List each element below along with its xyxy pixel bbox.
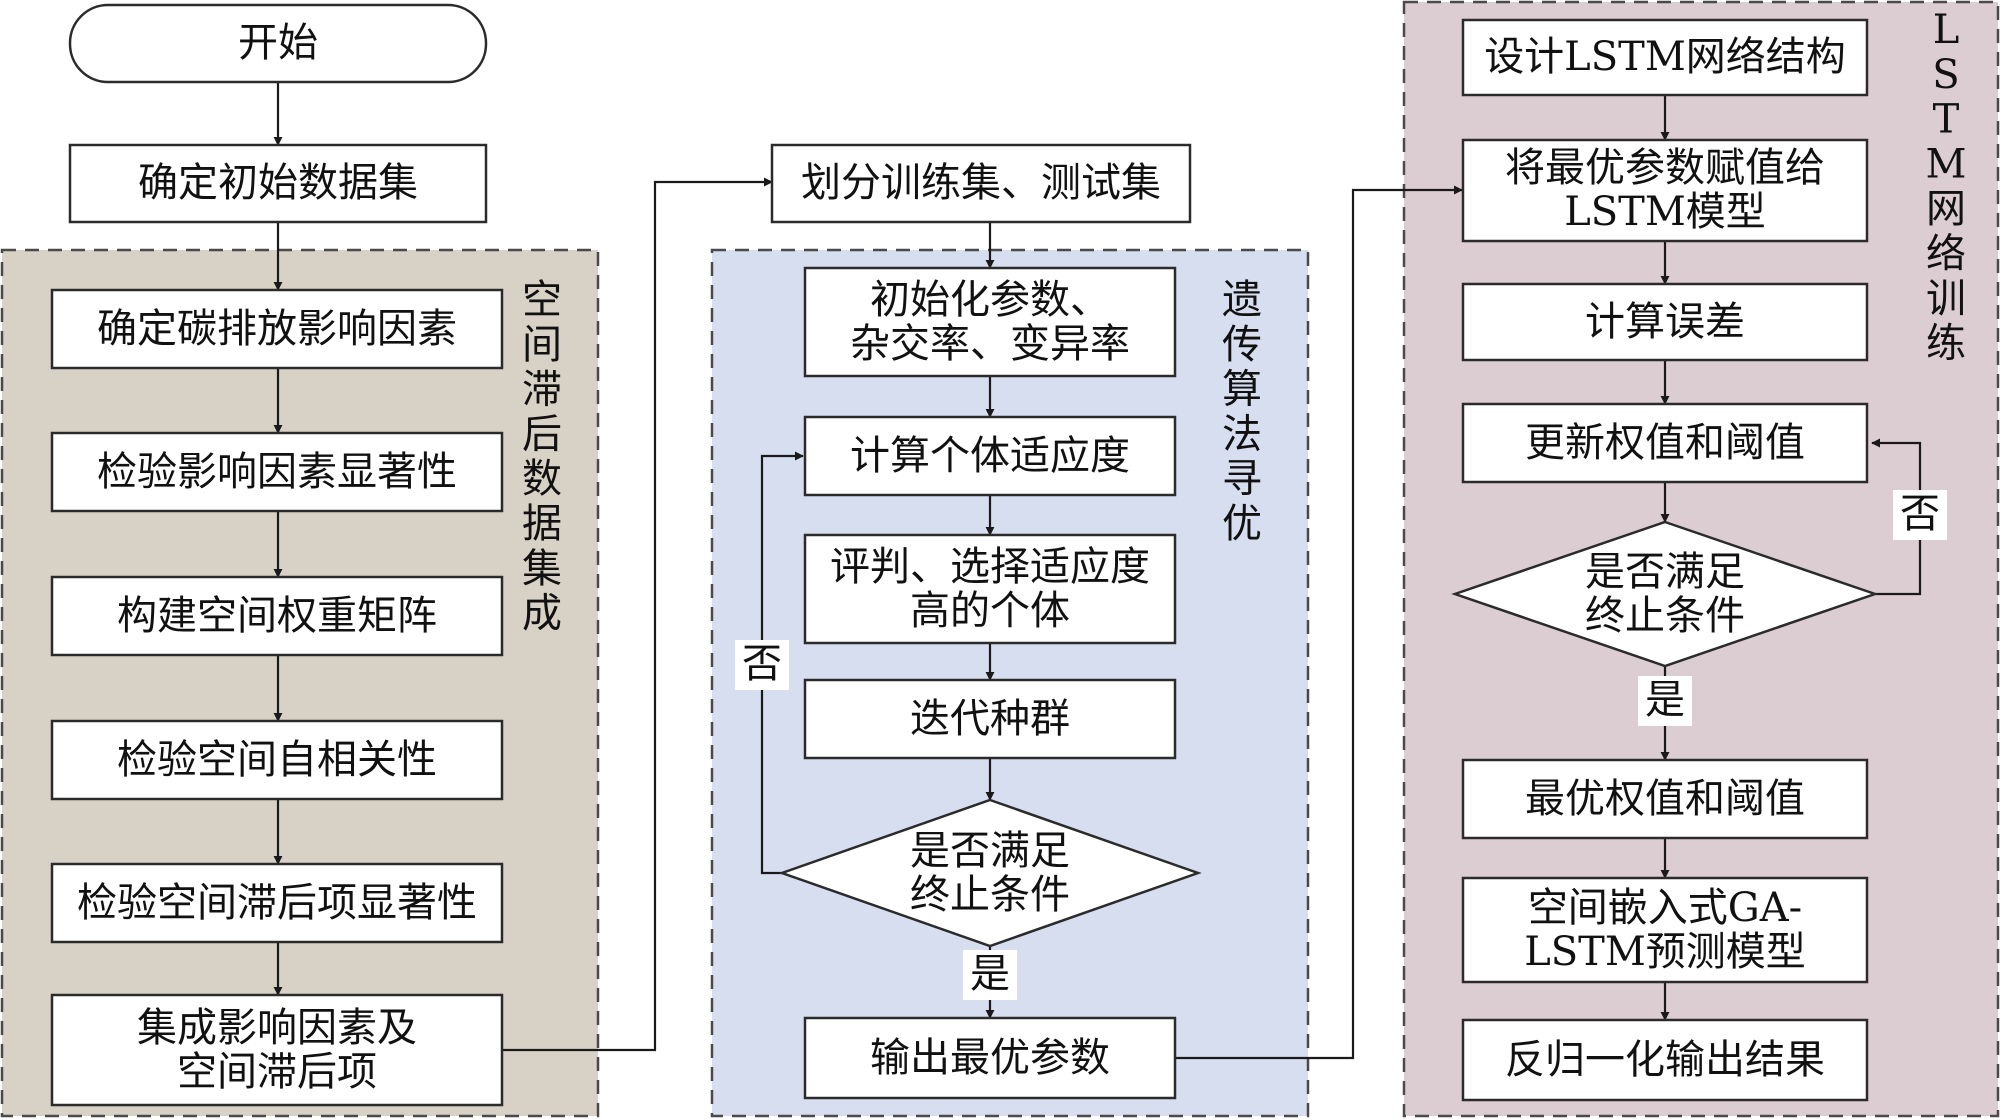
lstm-model-box [1461, 876, 1869, 984]
ga-output-label: 输出最优参数 [870, 1035, 1110, 1081]
arrow-output-to-assign [1175, 185, 1463, 1060]
init-dataset-box [68, 143, 488, 224]
ga-select-label: 评判、选择适应度高的个体 [830, 544, 1150, 634]
ga-check-label: 是否满足终止条件 [910, 828, 1070, 918]
spatial-lag-group [0, 248, 600, 1118]
start-label: 开始 [238, 20, 318, 66]
ga-group-title: 遗传算法寻优 [1222, 277, 1262, 547]
spatial-step-label: 构建空间权重矩阵 [117, 593, 437, 639]
lstm-design-label: 设计LSTM网络结构 [1484, 34, 1846, 80]
lstm-result-label: 反归一化输出结果 [1505, 1037, 1825, 1083]
lstm-update-label: 更新权值和阈值 [1525, 420, 1805, 466]
lstm-update-box [1461, 402, 1869, 484]
spatial-step-label: 确定碳排放影响因素 [97, 306, 457, 352]
lstm-error-label: 计算误差 [1585, 299, 1745, 345]
spatial-step-label: 检验空间自相关性 [117, 737, 437, 783]
ga-fitness-label: 计算个体适应度 [850, 433, 1130, 479]
lstm-yes-label: 是 [1645, 677, 1685, 723]
ga-select-box [803, 533, 1177, 645]
lstm-yes-label-bg [1638, 676, 1692, 726]
spatial-step-label: 检验空间滞后项显著性 [77, 880, 477, 926]
spatial-step-box [50, 862, 504, 944]
spatial-step-box [50, 575, 504, 657]
ga-no-label-bg [735, 640, 789, 690]
lstm-best-label: 最优权值和阈值 [1525, 776, 1805, 822]
spatial-step-box [50, 431, 504, 513]
spatial-step-box [50, 719, 504, 801]
init-dataset-label: 确定初始数据集 [138, 160, 418, 206]
spatial-steps: 确定碳排放影响因素 检验影响因素显著性 构建空间权重矩阵 检验空间自相关性 检验… [50, 288, 504, 1107]
lstm-assign-box [1461, 138, 1869, 243]
ga-yes-label: 是 [970, 951, 1010, 997]
start-terminal [68, 3, 488, 84]
lstm-check-label: 是否满足终止条件 [1585, 549, 1745, 639]
ga-init-box [803, 266, 1177, 378]
ga-init-label: 初始化参数、杂交率、变异率 [850, 277, 1130, 367]
lstm-model-label: 空间嵌入式GA-LSTM预测模型 [1524, 885, 1806, 975]
spatial-step-label: 检验影响因素显著性 [97, 449, 457, 495]
lstm-result-box [1461, 1018, 1869, 1102]
lstm-check-diamond [1451, 520, 1879, 668]
lstm-best-box [1461, 758, 1869, 840]
split-dataset-box [770, 143, 1192, 224]
split-dataset-label: 划分训练集、测试集 [801, 160, 1161, 206]
ga-iterate-box [803, 678, 1177, 760]
ga-no-label: 否 [742, 641, 782, 687]
ga-iterate-label: 迭代种群 [910, 696, 1070, 742]
spatial-step-label: 集成影响因素及空间滞后项 [137, 1005, 417, 1095]
lstm-no-label-bg [1893, 490, 1947, 540]
ga-output-box [803, 1016, 1177, 1100]
lstm-error-box [1461, 282, 1869, 362]
lstm-no-label: 否 [1900, 491, 1940, 537]
ga-yes-label-bg [963, 950, 1017, 1000]
arrow-integrate-to-split [502, 177, 773, 1052]
spatial-step-box [50, 288, 504, 370]
spatial-step-box [50, 993, 504, 1107]
ga-fitness-box [803, 415, 1177, 497]
spatial-group-title: 空间滞后数据集成 [522, 277, 562, 637]
ga-check-diamond [778, 798, 1202, 948]
lstm-design-box [1461, 18, 1869, 97]
